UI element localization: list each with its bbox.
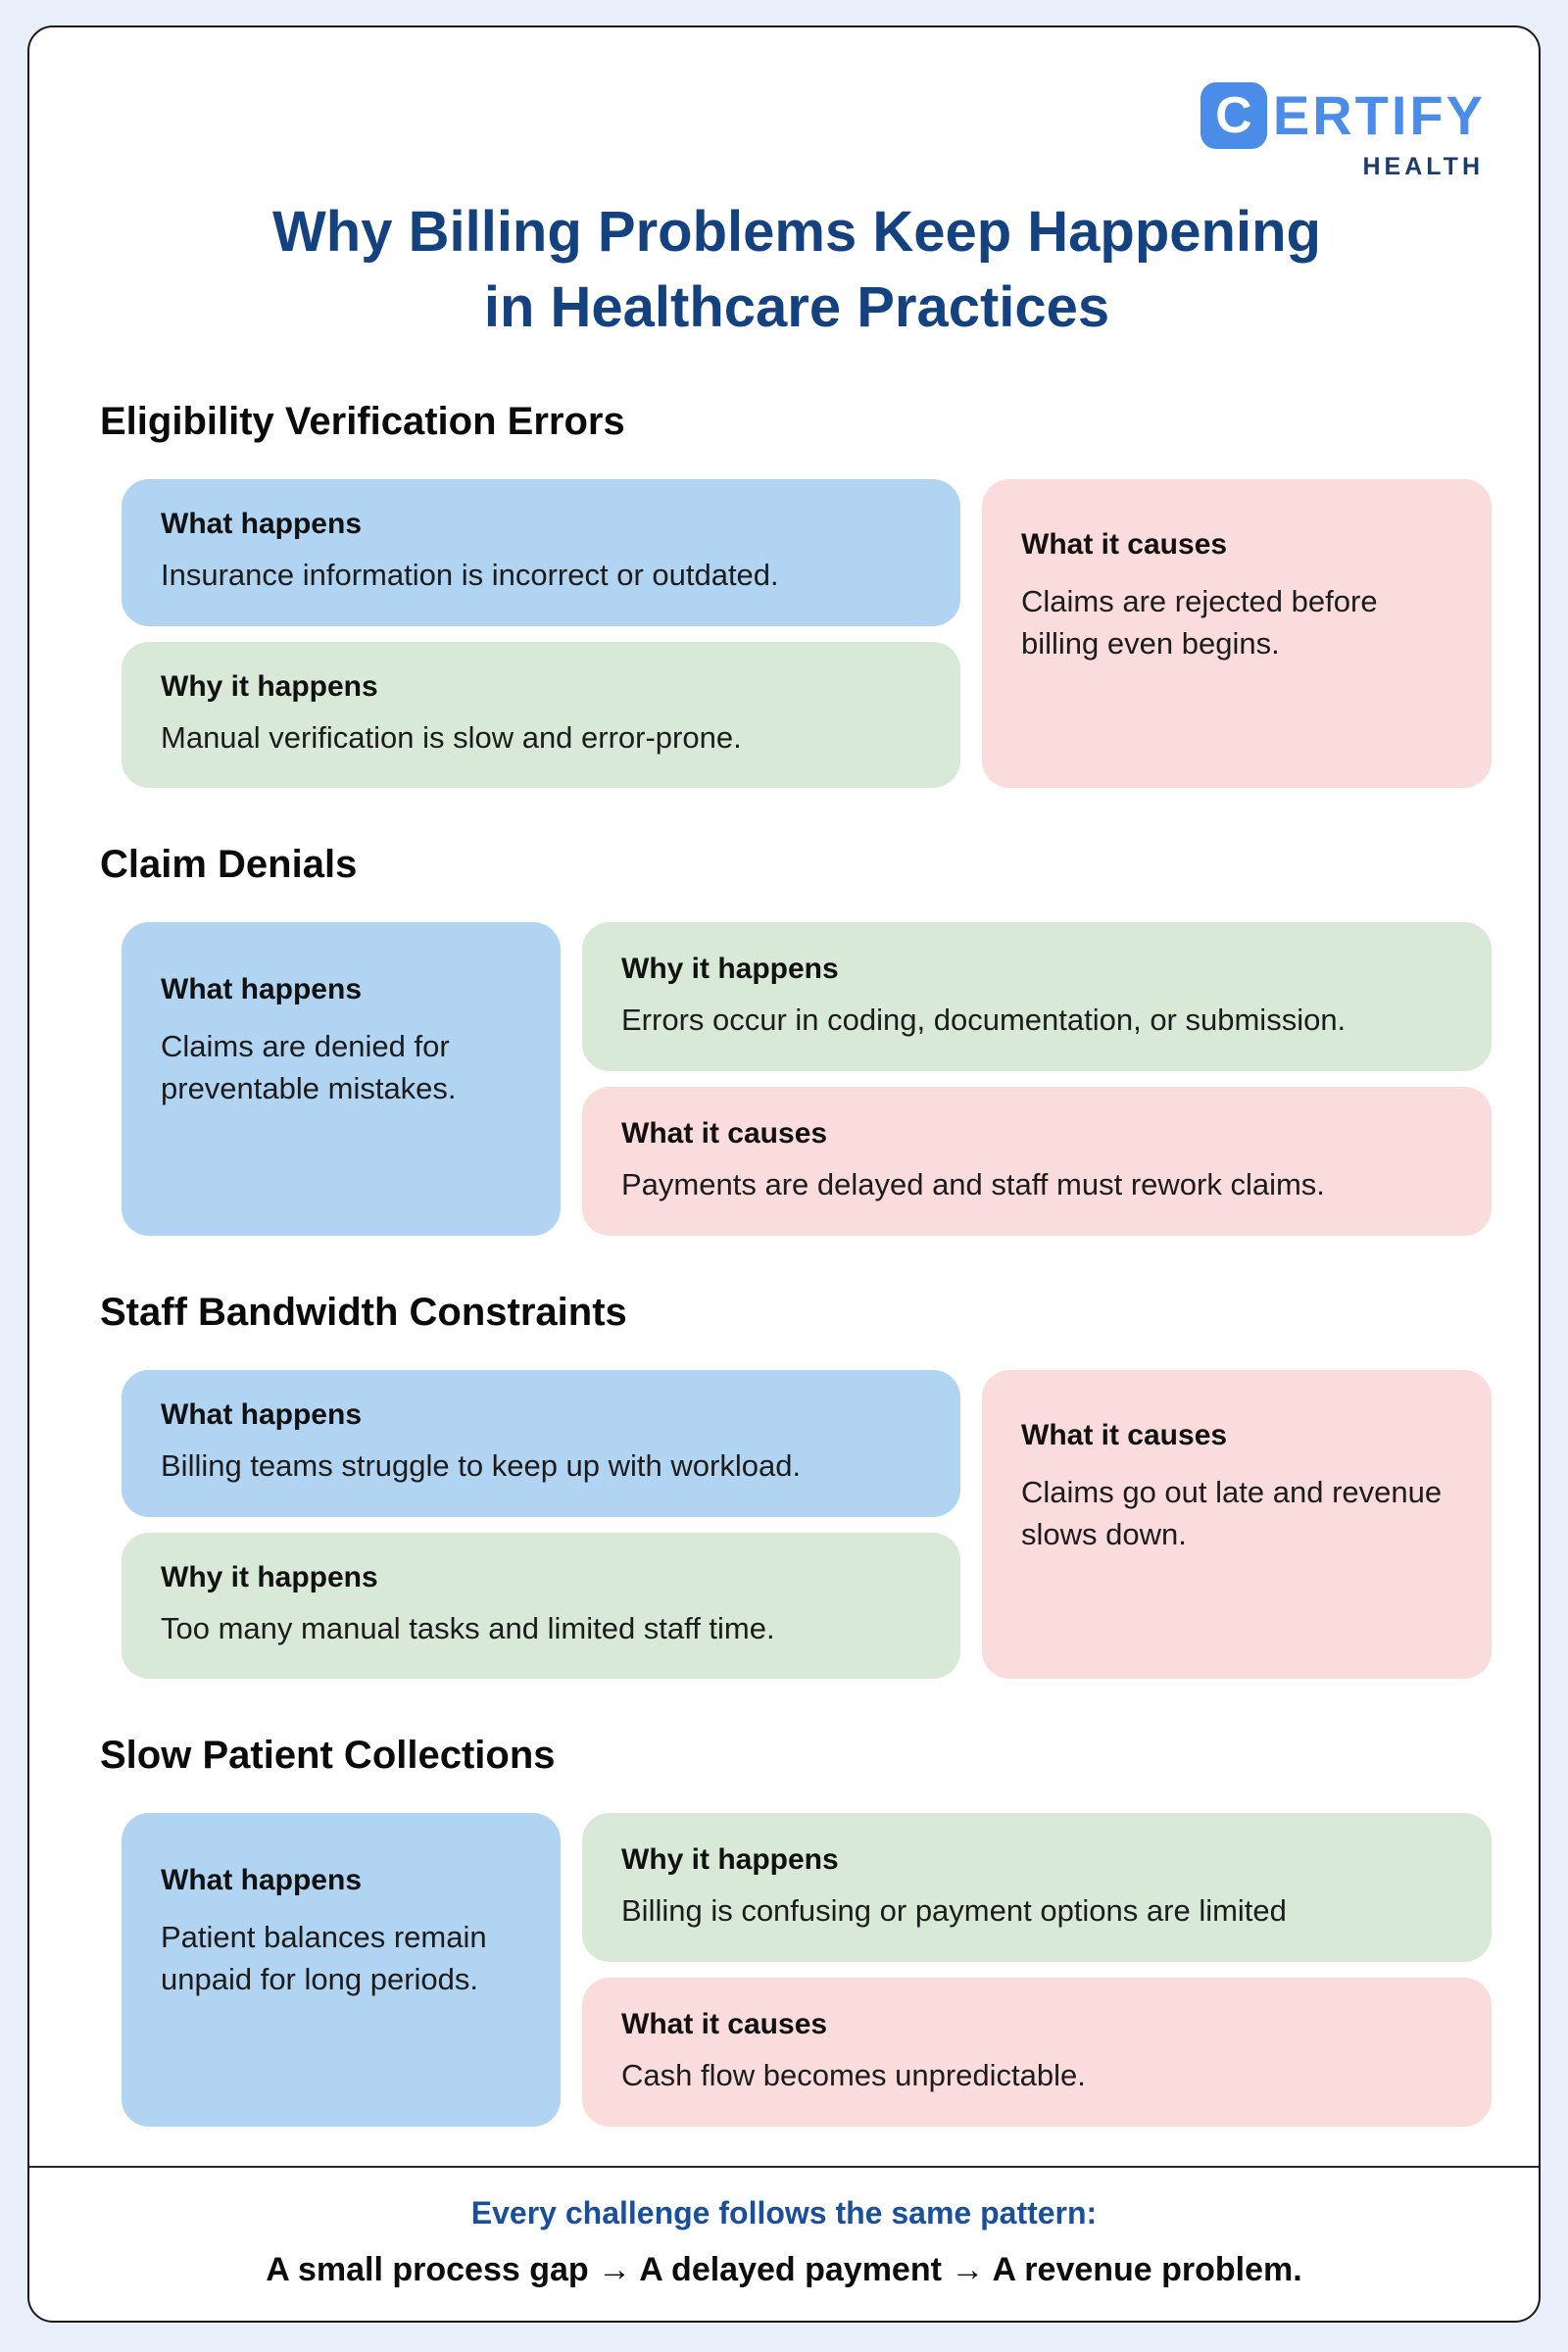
page-title-line2: in Healthcare Practices [483, 274, 1110, 339]
section-eligibility-left-stack: What happens Insurance information is in… [122, 479, 960, 789]
certify-health-logo: C ERTIFY HEALTH [100, 82, 1494, 181]
card-what-it-causes: What it causes Cash flow becomes unpredi… [582, 1978, 1492, 2128]
card-title: Why it happens [621, 1842, 839, 1876]
card-body: Errors occur in coding, documentation, o… [621, 1002, 1347, 1037]
card-body: Claims are rejected before billing even … [1021, 584, 1378, 661]
card-why-it-happens: Why it happens Errors occur in coding, d… [582, 922, 1492, 1072]
card-title: What happens [161, 1398, 363, 1432]
card-body: Claims are denied for preventable mistak… [161, 1029, 457, 1105]
card-what-it-causes: What it causes Claims go out late and re… [982, 1370, 1492, 1680]
card-title: What it causes [621, 1116, 828, 1150]
logo-c-letter: C [1215, 87, 1252, 144]
section-claim-denials-cards: What happens Claims are denied for preve… [122, 922, 1492, 1237]
section-heading-eligibility-verification-errors: Eligibility Verification Errors [100, 400, 625, 444]
section-heading-staff-bandwidth-constraints: Staff Bandwidth Constraints [100, 1291, 627, 1335]
card-title: Why it happens [161, 1560, 378, 1593]
footer-pattern-banner: Every challenge follows the same pattern… [29, 2166, 1539, 2321]
footer-pattern-sequence: A small process gap → A delayed payment … [266, 2251, 1302, 2288]
card-why-it-happens: Why it happens Billing is confusing or p… [582, 1813, 1492, 1963]
section-eligibility-cards: What happens Insurance information is in… [122, 479, 1492, 789]
card-title: What happens [161, 508, 363, 541]
card-title: What it causes [621, 2007, 828, 2040]
card-what-it-causes: What it causes Claims are rejected befor… [982, 479, 1492, 789]
card-body: Billing is confusing or payment options … [621, 1892, 1287, 1928]
section-heading-claim-denials: Claim Denials [100, 843, 358, 887]
page-title-line1: Why Billing Problems Keep Happening [272, 200, 1321, 264]
card-body: Cash flow becomes unpredictable. [621, 2057, 1086, 2092]
card-why-it-happens: Why it happens Manual verification is sl… [122, 641, 960, 789]
infographic-card: C ERTIFY HEALTH Why Billing Problems Kee… [27, 25, 1541, 2323]
card-title: Why it happens [621, 952, 839, 985]
page-title: Why Billing Problems Keep Happening in H… [100, 195, 1494, 345]
card-title: What happens [161, 973, 363, 1006]
logo-brand-text: ERTIFY [1272, 84, 1486, 146]
card-body: Billing teams struggle to keep up with w… [161, 1448, 802, 1484]
main-content: C ERTIFY HEALTH Why Billing Problems Kee… [29, 27, 1539, 2166]
logo-c-icon: C [1200, 82, 1267, 149]
section-claim-denials-right-stack: Why it happens Errors occur in coding, d… [582, 922, 1492, 1237]
section-slow-collections-cards: What happens Patient balances remain unp… [122, 1813, 1492, 2128]
card-body: Payments are delayed and staff must rewo… [621, 1166, 1325, 1201]
card-what-it-causes: What it causes Payments are delayed and … [582, 1087, 1492, 1237]
card-why-it-happens: Why it happens Too many manual tasks and… [122, 1532, 960, 1680]
card-body: Too many manual tasks and limited staff … [161, 1610, 775, 1645]
card-title: What happens [161, 1864, 363, 1897]
logo-subtitle: HEALTH [1362, 153, 1484, 180]
section-staff-bandwidth-cards: What happens Billing teams struggle to k… [122, 1370, 1492, 1680]
card-body: Claims go out late and revenue slows dow… [1021, 1475, 1443, 1551]
section-staff-bandwidth-left-stack: What happens Billing teams struggle to k… [122, 1370, 960, 1680]
card-title: What it causes [1021, 1419, 1228, 1452]
card-body: Patient balances remain unpaid for long … [161, 1920, 487, 1996]
card-what-happens: What happens Billing teams struggle to k… [122, 1370, 960, 1517]
card-title: What it causes [1021, 528, 1228, 562]
logo-wordmark: C ERTIFY [1200, 82, 1486, 149]
footer-pattern-intro: Every challenge follows the same pattern… [470, 2195, 1098, 2230]
card-what-happens: What happens Insurance information is in… [122, 479, 960, 626]
card-body: Manual verification is slow and error-pr… [161, 719, 742, 755]
card-what-happens: What happens Claims are denied for preve… [122, 922, 561, 1237]
card-title: Why it happens [161, 669, 378, 703]
card-body: Insurance information is incorrect or ou… [161, 558, 779, 593]
card-what-happens: What happens Patient balances remain unp… [122, 1813, 561, 2128]
section-heading-slow-patient-collections: Slow Patient Collections [100, 1734, 556, 1778]
section-slow-collections-right-stack: Why it happens Billing is confusing or p… [582, 1813, 1492, 2128]
